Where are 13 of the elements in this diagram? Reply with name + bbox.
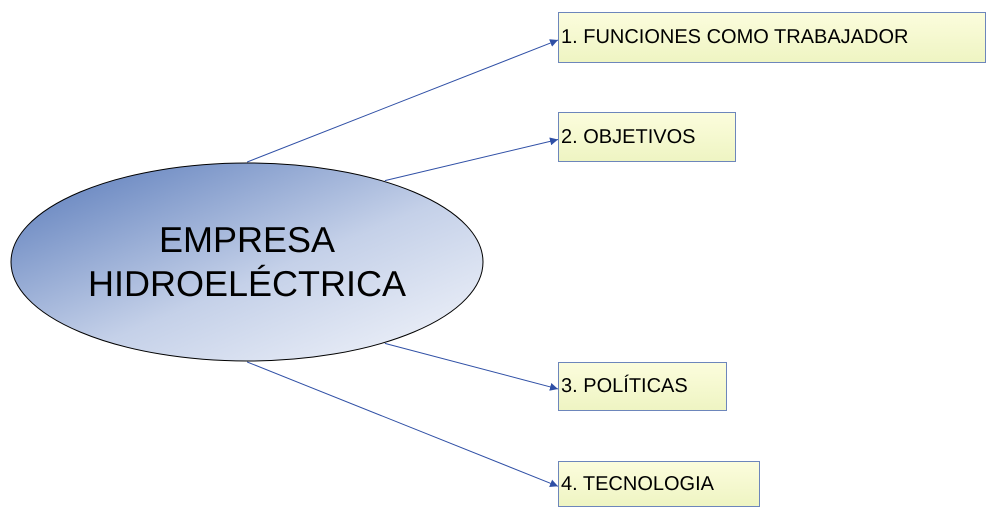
box-label: 2. OBJETIVOS: [561, 126, 696, 148]
label-box: [558, 362, 727, 411]
label-box: [558, 112, 736, 162]
label-box: [558, 461, 760, 507]
arrow: [384, 342, 558, 391]
arrow: [246, 362, 558, 488]
box-label: 1. FUNCIONES COMO TRABAJADOR: [561, 26, 908, 49]
arrow: [384, 137, 558, 182]
box-label: 3. POLÍTICAS: [561, 375, 688, 398]
ellipse-title: EMPRESA HIDROELÉCTRICA: [86, 218, 408, 306]
box-label: 4. TECNOLOGIA: [561, 472, 714, 496]
label-box: [558, 12, 986, 63]
arrow: [246, 39, 558, 162]
